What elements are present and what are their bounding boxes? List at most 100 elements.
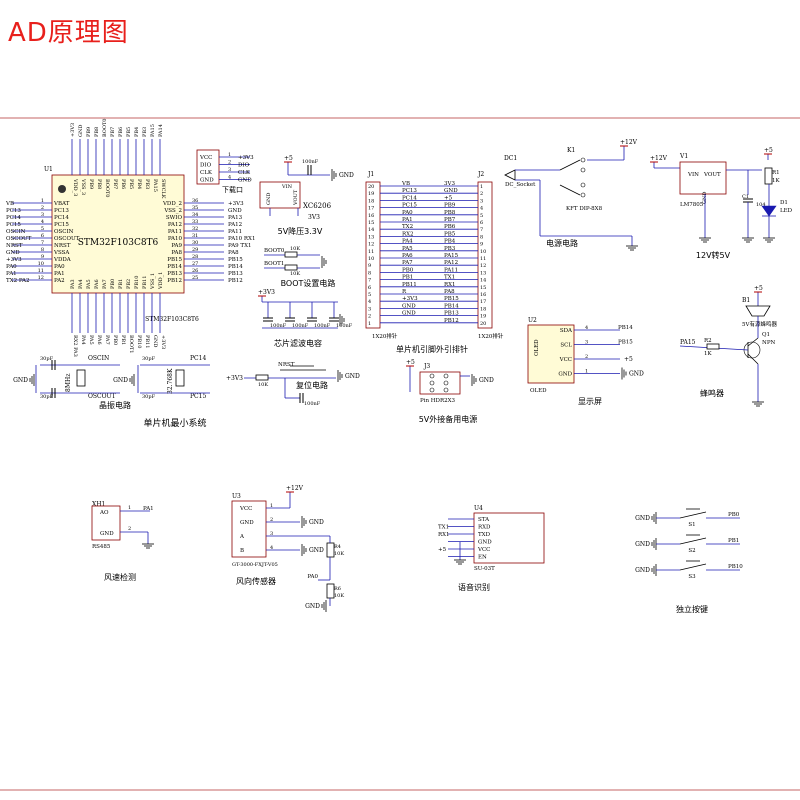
- mcu-subtitle: STM32F103C8T6: [145, 316, 199, 323]
- voice-pin-name: VCC: [477, 547, 490, 553]
- j1-pin-number: 11: [368, 249, 374, 255]
- dc-ref: DC1: [504, 155, 517, 162]
- wind-dir-pin-name: A: [239, 534, 245, 540]
- mcu-pin-number: 27: [192, 261, 198, 267]
- mcu-pin-name: PC14: [54, 215, 69, 221]
- reg-body: [679, 161, 727, 195]
- mcu-pin-name: PB12: [167, 278, 182, 284]
- transistor-ref: Q1: [762, 332, 770, 338]
- j2-pin-net: PB15: [444, 296, 459, 302]
- supply-label: +5: [284, 155, 293, 162]
- ext-power-pin: [429, 373, 435, 379]
- mcu-pin-name: PB0: [110, 279, 116, 289]
- mcu-pin-net: PB10: [136, 335, 142, 348]
- mcu-pin-net: GND: [78, 125, 84, 137]
- mcu-pin-number: 26: [192, 268, 198, 274]
- wind-dir-ref: U3: [232, 493, 241, 500]
- j1-pin-net: TX2: [402, 224, 413, 230]
- j1-pin-net: PA0: [402, 210, 413, 216]
- mcu-pin-net: PA1: [6, 271, 17, 277]
- mcu-pin-net: PA12: [228, 222, 242, 228]
- j1-pin-number: 5: [368, 292, 371, 298]
- wind-dir-r6-value: 10K: [334, 593, 344, 599]
- j2-pin-number: 17: [480, 299, 486, 305]
- mcu-pin-net: PB9: [86, 127, 92, 137]
- oled-name: OLED: [534, 339, 540, 356]
- mcu-pin-number: 6: [41, 233, 44, 239]
- mcu-pin-name: BOOT0: [104, 179, 110, 197]
- mcu-pin-name: VDD_1: [158, 272, 164, 290]
- mcu-pin-net: +3V3: [6, 257, 22, 263]
- power-in-caption: 电源电路: [546, 238, 578, 248]
- mcu-pin-name: VSS_3: [80, 178, 86, 195]
- j2-pin-net: PB4: [444, 239, 456, 245]
- supply-label: +3V3: [258, 289, 275, 296]
- ground-label: GND: [345, 373, 360, 380]
- j2-caption: 1X20排针: [478, 332, 504, 340]
- mcu-pin-net: PB14: [228, 264, 243, 270]
- oled-pin-number: 3: [585, 340, 588, 346]
- mcu-pin-number: 3: [41, 212, 44, 218]
- j1-pin-net: PB11: [402, 282, 417, 288]
- mcu-pin-net: PB13: [228, 271, 243, 277]
- j2-pin-number: 20: [480, 321, 486, 327]
- mcu-pin-net: GND: [228, 208, 242, 214]
- wind-dir-pin-number: 2: [270, 517, 273, 523]
- crystal2-out-net: PC15: [190, 393, 206, 400]
- crystal1-frequency: 8MHz: [65, 374, 72, 392]
- wind-dir-body: [231, 500, 267, 558]
- supply-label: +5: [764, 147, 773, 154]
- reg-part: LM7805: [680, 202, 704, 208]
- j2-pin-number: 1: [480, 184, 483, 190]
- mcu-pin-name: PB4: [136, 179, 142, 189]
- mcu-pin-number: 34: [192, 212, 198, 218]
- buzzer-resistor: [706, 343, 720, 350]
- mcu-pin-net: GND: [152, 335, 158, 347]
- transistor-icon: [747, 353, 759, 365]
- mcu-pin-net: PC15: [6, 222, 21, 228]
- mcu-pin-name: PB3: [144, 179, 150, 189]
- download-pin-number: 3: [228, 167, 231, 173]
- wind-dir-net: PA0: [307, 574, 318, 580]
- mcu-pin-net: PC13: [6, 208, 21, 214]
- reg-cap-value: 104: [756, 202, 766, 208]
- mcu-pin-name: PB8: [96, 179, 102, 189]
- mcu-pin-name: PC15: [54, 222, 69, 228]
- buzzer-caption: 蜂鸣器: [700, 388, 724, 398]
- buzzer-icon: [745, 305, 771, 317]
- voice-pin-net: RX1: [438, 532, 450, 538]
- download-pin-net: +3V3: [238, 155, 254, 161]
- mcu-pin-name: PA15: [152, 179, 158, 192]
- wind-speed-ref: XH1: [92, 501, 105, 508]
- wind-dir-pin-name: GND: [240, 520, 254, 526]
- key-net: PB10: [728, 564, 743, 570]
- crystal1-body: [76, 369, 86, 387]
- j1-pin-net: RX2: [402, 231, 414, 237]
- oled-pin-name: SDA: [560, 328, 573, 334]
- wind-speed-pin-number: 2: [128, 526, 131, 532]
- crystal-caption: 晶振电路: [99, 400, 131, 410]
- j2-pin-number: 9: [480, 242, 483, 248]
- crystal2-frequency: 32.768K: [167, 368, 174, 394]
- j2-pin-net: PA11: [444, 267, 458, 273]
- oled-pin-name: SCL: [560, 343, 572, 349]
- mcu-pin-number: 11: [38, 268, 44, 274]
- j1-pin-number: 14: [368, 227, 374, 233]
- download-port-body: [196, 149, 220, 185]
- j1-pin-net: GND: [402, 303, 416, 309]
- ldo-body: [259, 181, 301, 209]
- mcu-pin-name: PB6: [120, 179, 126, 189]
- j2-pin-net: GND: [444, 188, 458, 194]
- reset-caption: 复位电路: [296, 380, 328, 390]
- wind-dir-pin-name: VCC: [239, 506, 252, 512]
- mcu-pin-net: PA7: [104, 335, 110, 345]
- j2-body: [477, 181, 493, 329]
- mcu-pin-number: 32: [192, 226, 198, 232]
- mcu-pin-name: PB7: [112, 179, 118, 189]
- mcu-pin-net: +3V3: [160, 335, 166, 349]
- oled-pin-net: PB14: [618, 325, 633, 331]
- j2-pin-number: 12: [480, 263, 486, 269]
- j1-pin-number: 12: [368, 242, 374, 248]
- j2-pin-net: PB7: [444, 217, 456, 223]
- mcu-pin-net: GND: [6, 250, 20, 256]
